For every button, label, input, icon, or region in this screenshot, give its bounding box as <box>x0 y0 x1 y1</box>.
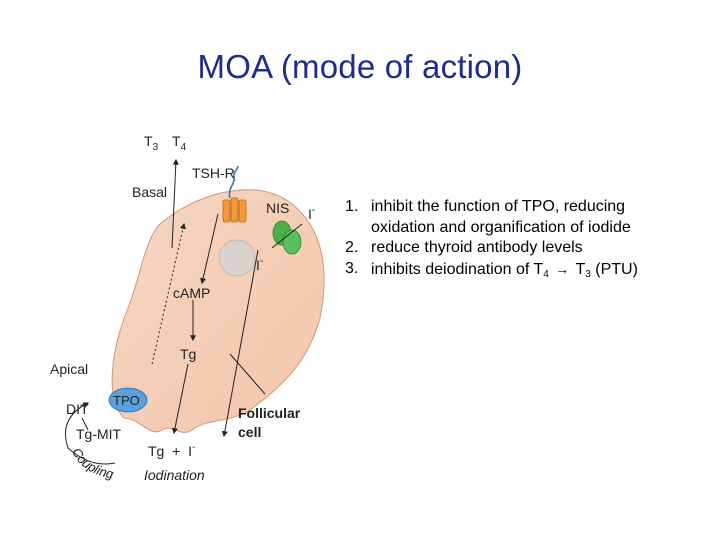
tpo-label: TPO <box>113 393 140 408</box>
coupling-curve-arrow <box>65 402 116 465</box>
action-item-3-number: 3. <box>345 259 359 277</box>
tg-mit-label: Tg-MIT <box>76 426 122 442</box>
dit-to-tgmit-arrow <box>81 417 89 431</box>
iodide-to-lumen-arrow <box>221 249 259 438</box>
nis-transporter-icon <box>271 220 303 255</box>
follicular-cell-label-line2: cell <box>238 424 261 440</box>
action-item-3-mid: T <box>575 260 586 278</box>
action-item-1-line1: inhibit the function of TPO, reducing <box>371 198 626 215</box>
dashed-secretion-arrow <box>151 222 186 365</box>
action-item-3: 3. inhibits deiodination of T4 → T3 (PTU… <box>345 259 715 281</box>
tg-to-lumen-arrow <box>172 363 189 435</box>
mode-of-action-list: 1. inhibit the function of TPO, reducing… <box>345 197 715 280</box>
tsh-receptor-icon <box>222 165 247 223</box>
action-item-2-text: reduce thyroid antibody levels <box>371 239 583 256</box>
action-item-1-line2: oxidation and organification of iodide <box>371 218 631 236</box>
action-item-3-prefix: inhibits deiodination of T <box>371 260 544 278</box>
tg-plus-iodide-label: Tg + I- <box>148 442 195 459</box>
thyroid-follicular-cell-diagram: T3 T4 TSH-R Basal NIS I- I- cAMP Tg Apic… <box>50 133 325 483</box>
nis-label: NIS <box>266 200 289 216</box>
follicular-cell-body <box>111 189 325 433</box>
arrow-right-icon: → <box>555 260 570 277</box>
iodide-outside-label: I- <box>308 205 315 222</box>
slide-title: MOA (mode of action) <box>197 48 523 85</box>
t3-label: T3 <box>144 133 159 153</box>
tpo-enzyme-icon <box>108 387 148 413</box>
follicular-cell-pointer <box>229 353 266 395</box>
t3-t4-release-arrow <box>171 158 179 249</box>
action-item-2: 2. reduce thyroid antibody levels <box>345 238 715 259</box>
t4-label: T4 <box>172 133 187 153</box>
camp-label: cAMP <box>173 285 210 301</box>
iodide-inside-label: I- <box>256 256 263 273</box>
dit-label: DIT <box>66 401 89 417</box>
tshr-label: TSH-R <box>192 165 235 181</box>
tshr-to-camp-arrow <box>200 213 219 285</box>
nucleus <box>218 239 256 277</box>
action-item-2-number: 2. <box>345 239 359 256</box>
follicular-cell-label: Follicular <box>238 405 301 421</box>
action-item-1: 1. inhibit the function of TPO, reducing… <box>345 197 715 238</box>
basal-label: Basal <box>132 184 167 200</box>
iodination-label: Iodination <box>144 467 205 483</box>
action-item-3-suffix: (PTU) <box>595 260 638 278</box>
action-item-3-sub-b: 3 <box>585 268 591 280</box>
action-item-1-number: 1. <box>345 198 359 215</box>
apical-label: Apical <box>50 361 88 377</box>
tg-label: Tg <box>180 346 196 362</box>
action-item-3-sub-a: 4 <box>543 268 549 280</box>
